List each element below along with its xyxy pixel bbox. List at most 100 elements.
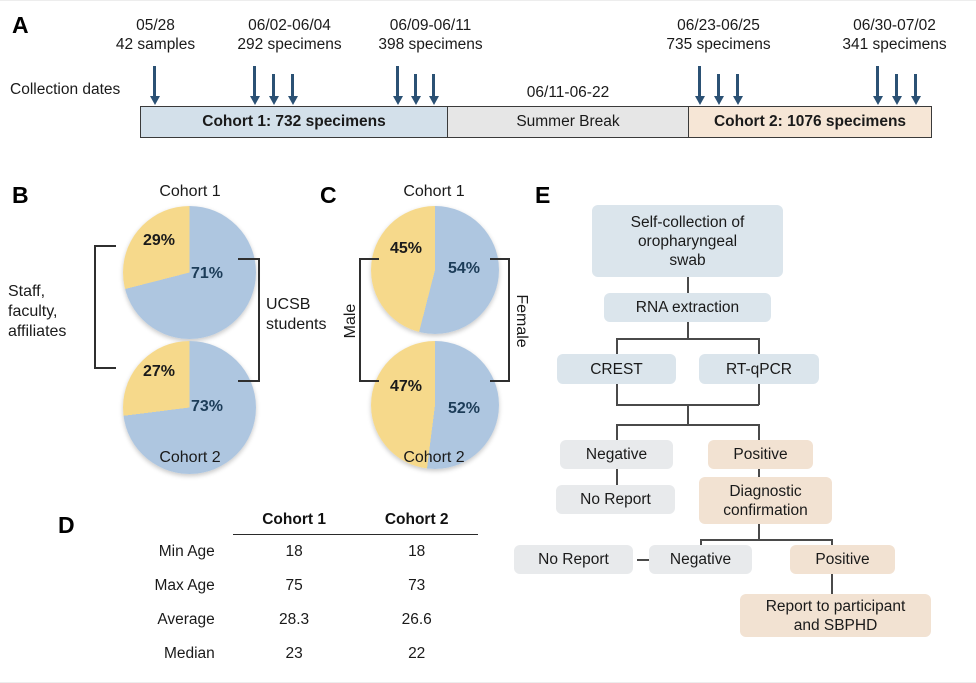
row-label-max-age: Max Age — [154, 577, 215, 594]
table-row: Average 28.3 26.6 — [118, 603, 478, 637]
panel-letter-a: A — [12, 12, 29, 38]
flow-node-positive-2: Positive — [790, 545, 895, 574]
timeline-segment-summer-break: Summer Break — [448, 107, 689, 137]
flow-edge-rtqpcr-down — [758, 383, 760, 405]
flow-node-negative-2: Negative — [649, 545, 752, 574]
flow-edge-to-positive1 — [758, 424, 760, 440]
collection-arrow-13 — [914, 74, 917, 97]
panelA-event-1-count: 292 specimens — [237, 36, 342, 53]
flow-edge-rna-split-stem — [687, 322, 689, 339]
panelB-top-title: Cohort 1 — [159, 183, 221, 200]
collection-arrow-3 — [272, 74, 275, 97]
cell-max-age-cohort1: 75 — [285, 577, 303, 594]
flow-node-positive-1: Positive — [708, 440, 813, 469]
panelB-pie1-yellow-pct: 29% — [142, 232, 176, 249]
cell-average-cohort1: 28.3 — [278, 611, 310, 628]
timeline-segment-cohort2: Cohort 2: 1076 specimens — [689, 107, 931, 137]
panelA-event-2-count: 398 specimens — [378, 36, 483, 53]
panel-letter-c: C — [320, 182, 337, 208]
flow-edge-positive2-report — [831, 574, 833, 594]
flow-edge-to-positive2 — [831, 539, 833, 548]
collection-arrow-11 — [876, 66, 879, 97]
panelB-right-bracket — [238, 258, 260, 382]
flow-edge-swab-rna — [687, 277, 689, 301]
table-row: Median 23 22 — [118, 637, 478, 671]
panel-letter-d: D — [58, 512, 75, 538]
panelC-left-label: Male — [342, 303, 359, 339]
page-edge-top — [0, 0, 976, 1]
panelC-pie-cohort2 — [371, 341, 499, 469]
collection-arrow-5 — [396, 66, 399, 97]
panel-letter-b: B — [12, 182, 29, 208]
panelB-pie-cohort2 — [123, 341, 256, 474]
panelA-event-1-dates: 06/02-06/04 — [248, 17, 331, 34]
panelC-pie1-yellow-pct: 45% — [389, 240, 423, 257]
table-row: Max Age 75 73 — [118, 569, 478, 603]
collection-arrow-8 — [698, 66, 701, 97]
panelA-event-2-dates: 06/09-06/11 — [389, 17, 472, 34]
flow-node-no-report-1: No Report — [556, 485, 675, 514]
flow-node-negative-1: Negative — [560, 440, 673, 469]
collection-arrow-6 — [414, 74, 417, 97]
flow-edge-negative1-noreport — [616, 469, 618, 486]
flow-node-report-to-participant: Report to participant and SBPHD — [740, 594, 931, 637]
panel-letter-e: E — [535, 182, 551, 208]
flow-node-rna-extraction: RNA extraction — [604, 293, 771, 322]
cell-average-cohort2: 26.6 — [401, 611, 432, 628]
flow-edge-merge-stem — [687, 404, 689, 425]
cell-min-age-cohort2: 18 — [408, 543, 426, 560]
panelA-event-0-count: 42 samples — [115, 36, 196, 53]
flow-edge-rna-split-bar — [616, 338, 759, 340]
flow-node-no-report-2: No Report — [514, 545, 633, 574]
flow-node-diagnostic-confirmation: Diagnostic confirmation — [699, 477, 832, 524]
flow-edge-crest-down — [616, 383, 618, 405]
panelB-left-bracket — [94, 245, 116, 369]
cell-max-age-cohort2: 73 — [408, 577, 426, 594]
age-statistics-table: Cohort 1 Cohort 2 Min Age 18 18 Max Age … — [118, 508, 478, 671]
panelC-pie2-blue-pct: 52% — [447, 400, 481, 417]
flow-node-crest: CREST — [557, 354, 676, 384]
panelC-left-bracket — [359, 258, 379, 382]
panelC-bottom-title: Cohort 2 — [403, 449, 465, 466]
panelA-event-0-dates: 05/28 — [136, 17, 175, 34]
table-header-blank — [118, 508, 233, 535]
flow-edge-diagconf-split-bar — [700, 539, 832, 541]
panelB-bottom-title: Cohort 2 — [159, 449, 221, 466]
collection-arrow-9 — [717, 74, 720, 97]
panelB-pie1-blue-pct: 71% — [190, 265, 224, 282]
table-header-row: Cohort 1 Cohort 2 — [118, 508, 478, 535]
panelA-break-dates: 06/11-06-22 — [526, 84, 610, 101]
panelC-pie2-yellow-pct: 47% — [389, 378, 423, 395]
panelC-right-label: Female — [513, 294, 530, 348]
row-label-average: Average — [157, 611, 215, 628]
panelC-pie-cohort1 — [371, 206, 499, 334]
panelB-right-label: UCSB students — [266, 296, 327, 333]
flow-edge-to-crest — [616, 338, 618, 354]
collection-arrow-12 — [895, 74, 898, 97]
cell-median-cohort2: 22 — [408, 645, 426, 662]
cell-min-age-cohort1: 18 — [285, 543, 303, 560]
panelC-top-title: Cohort 1 — [403, 183, 465, 200]
panelA-event-3-count: 735 specimens — [666, 36, 771, 53]
panelB-pie-cohort1 — [123, 206, 256, 339]
table-header-cohort2: Cohort 2 — [355, 508, 478, 535]
panelB-pie2-blue-pct: 73% — [190, 398, 224, 415]
collection-arrow-10 — [736, 74, 739, 97]
timeline-bar: Cohort 1: 732 specimens Summer Break Coh… — [140, 106, 932, 138]
flow-node-rt-qpcr: RT-qPCR — [699, 354, 819, 384]
panelA-event-3-dates: 06/23-06/25 — [677, 17, 760, 34]
panelA-event-4-dates: 06/30-07/02 — [853, 17, 936, 34]
panelB-pie2-yellow-pct: 27% — [142, 363, 176, 380]
panelC-right-bracket — [490, 258, 510, 382]
cell-median-cohort1: 23 — [285, 645, 303, 662]
panelA-event-4-count: 341 specimens — [842, 36, 947, 53]
panelC-pie1-blue-pct: 54% — [447, 260, 481, 277]
collection-arrow-2 — [253, 66, 256, 97]
timeline-segment-cohort1: Cohort 1: 732 specimens — [141, 107, 448, 137]
collection-arrow-4 — [291, 74, 294, 97]
table-header-cohort1: Cohort 1 — [232, 508, 356, 535]
collection-arrow-7 — [432, 74, 435, 97]
collection-arrow-1 — [153, 66, 156, 97]
table-row: Min Age 18 18 — [118, 535, 478, 570]
